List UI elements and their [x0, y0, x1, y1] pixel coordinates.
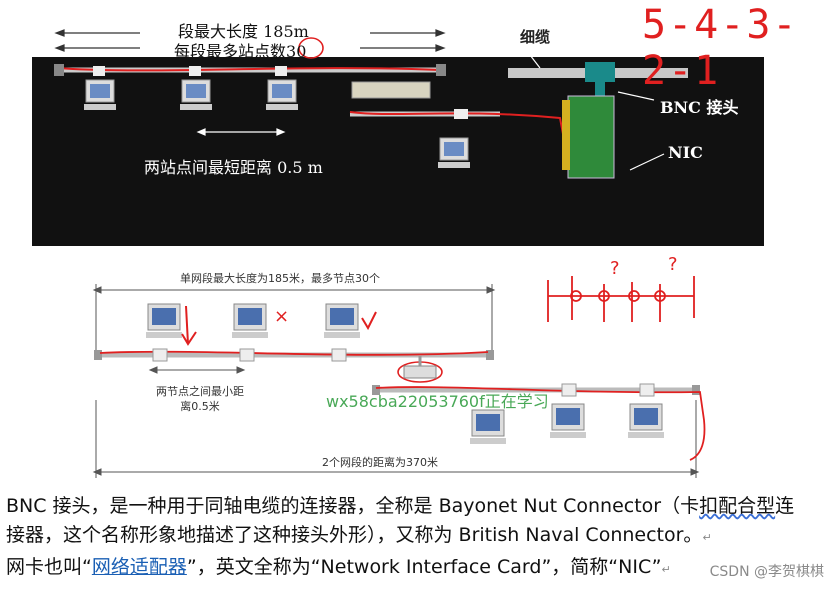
- red-x-mark: ×: [274, 306, 290, 327]
- min-between-label: 两节点之间最小距 离0.5米: [152, 384, 248, 414]
- handwritten-sketch: [547, 276, 695, 322]
- red-circle: [298, 37, 324, 59]
- csdn-watermark: CSDN @李贺棋棋: [709, 564, 824, 580]
- paragraph-mark: ↵: [702, 531, 712, 544]
- bnc-description-2: 接器，这个名称形象地描述了这种接头外形），又称为 British Naval C…: [6, 522, 832, 551]
- bottom-pc-6: [628, 403, 664, 438]
- bnc-desc-line2: 接器，这个名称形象地描述了这种接头外形），又称为 British Naval C…: [6, 524, 703, 546]
- two-seg-label: 2个网段的距离为370米: [322, 456, 438, 469]
- bottom-pc-2: [232, 303, 268, 338]
- nic-desc-b: ”，英文全称为“Network Interface Card”，简称“NIC”: [186, 556, 662, 578]
- seg-max-length-label: 段最大长度 185m: [178, 22, 309, 41]
- thin-cable-label: 细缆: [520, 28, 551, 46]
- nic-label: NIC: [668, 143, 703, 162]
- network-adapter-link[interactable]: 网络适配器: [91, 556, 187, 578]
- red-check: [361, 311, 377, 331]
- max-stations-prefix: 每段最多站点数: [174, 42, 287, 61]
- bnc-description: BNC 接头，是一种用于同轴电缆的连接器，全称是 Bayonet Nut Con…: [6, 493, 832, 520]
- max-stations-num: 30: [286, 42, 307, 61]
- watermark: wx58cba22053760f正在学习: [326, 392, 549, 411]
- repeater-icon: [351, 81, 431, 99]
- bnc-connector: [585, 62, 615, 82]
- red-annotation-line: [349, 111, 567, 151]
- bottom-pc-4: [470, 409, 506, 444]
- terminator: [436, 64, 446, 76]
- bnc-desc-b: 扣配合型: [699, 495, 776, 517]
- nic-card: [567, 95, 615, 179]
- terminator: [54, 64, 64, 76]
- top-pc-3: [266, 66, 298, 110]
- min-between-line1: 两节点之间最小距: [156, 385, 244, 398]
- bnc-desc-c: 连: [775, 495, 795, 517]
- single-seg-label: 单网段最大长度为185米，最多节点30个: [180, 272, 380, 285]
- question-mark-1: ?: [610, 258, 620, 279]
- min-distance-arrow: [196, 128, 286, 136]
- bnc-label: BNC 接头: [660, 98, 739, 117]
- top-pc-1: [84, 66, 116, 110]
- nic-desc-a: 网卡也叫“: [6, 556, 92, 578]
- top-pc-2: [180, 66, 212, 110]
- bottom-pc-1: [146, 303, 182, 338]
- bottom-pc-3: [324, 303, 360, 338]
- min-between-line2: 离0.5米: [180, 400, 220, 413]
- paragraph-mark: ↵: [661, 563, 671, 576]
- bnc-desc-a: BNC 接头，是一种用于同轴电缆的连接器，全称是 Bayonet Nut Con…: [6, 495, 700, 517]
- handwriting-54321: 5-4-3-2-1: [642, 2, 799, 94]
- bottom-length-arrows: [92, 284, 700, 478]
- nic-description: 网卡也叫“网络适配器”，英文全称为“Network Interface Card…: [6, 554, 832, 583]
- min-distance-label: 两站点间最短距离 0.5 m: [144, 158, 323, 177]
- max-stations-label: 每段最多站点数30: [174, 38, 306, 62]
- question-mark-2: ?: [668, 254, 678, 275]
- repeater-icon: [403, 365, 437, 379]
- bottom-pc-5: [550, 403, 586, 438]
- top-length-arrows: [54, 29, 446, 52]
- t-connector: [454, 109, 468, 119]
- red-arrow: [181, 305, 197, 346]
- lower-pc: [438, 137, 470, 168]
